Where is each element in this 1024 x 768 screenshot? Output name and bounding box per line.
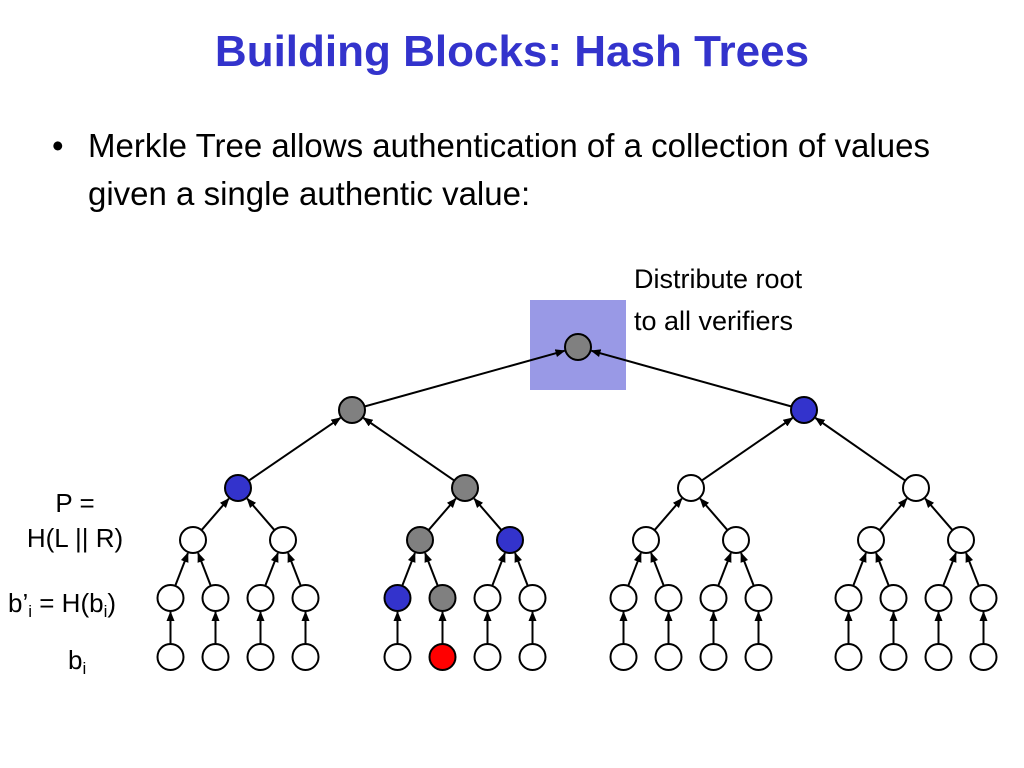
leaf-hash-node [291,584,320,612]
data-block-node [291,643,320,671]
leaf-hash-node [246,584,275,612]
data-block-node [834,643,863,671]
data-block-node [879,643,908,671]
leaf-hash-node [156,584,185,612]
slide-title: Building Blocks: Hash Trees [214,27,810,76]
data-block-node [518,643,547,671]
data-block-node [699,643,728,671]
data-block-node [246,643,275,671]
tree-node-gray [338,396,366,424]
tree-node [179,526,207,554]
callout-line-2: to all verifiers [634,306,794,336]
tree-edge [717,552,732,587]
tree-edge [401,552,416,587]
leaf-hash-node [699,584,728,612]
tree-nodes [156,333,998,671]
tree-node [722,526,750,554]
bullet-dot: • [52,127,64,164]
data-block-node [201,643,230,671]
parent-hash-label: P = H(L || R) [0,486,150,556]
tree-edge [200,497,230,531]
leaf-hash-subscript-2: i [103,602,108,621]
tree-edges [166,349,988,644]
leaf-hash-node [924,584,953,612]
tree-edge [287,552,302,587]
tree-node [269,526,297,554]
tree-edge [491,552,506,587]
tree-edge [362,417,455,482]
leaf-hash-node [834,584,863,612]
tree-node [947,526,975,554]
tree-node [857,526,885,554]
leaf-hash-node-gray [428,584,457,612]
tree-edge [424,552,439,587]
callout-line-1: Distribute root [634,264,803,294]
tree-node [677,474,705,502]
data-block-node [156,643,185,671]
tree-node-blue [790,396,818,424]
data-block-node-red [428,643,457,671]
leaf-hash-node [609,584,638,612]
leaf-hash-node [518,584,547,612]
tree-node-blue [224,474,252,502]
tree-edge [174,552,189,587]
data-block-node [744,643,773,671]
leaf-hash-node [654,584,683,612]
tree-edge [427,497,457,531]
tree-edge [590,349,792,408]
data-block-node [924,643,953,671]
tree-edge [473,497,503,531]
tree-edge [965,552,980,587]
tree-edge [197,552,212,587]
tree-edge [814,417,906,482]
tree-edge [699,497,729,531]
data-block-node [654,643,683,671]
tree-edge [653,497,683,531]
leaf-hash-node [879,584,908,612]
block-label: bi [68,645,87,678]
tree-edge [246,497,276,531]
tree-node [902,474,930,502]
leaf-hash-prefix: b’ [8,588,29,618]
tree-edge [248,417,342,482]
tree-edge [627,552,642,587]
tree-node [632,526,660,554]
tree-node-gray [406,526,434,554]
tree-edge [852,552,867,587]
block-label-subscript: i [82,659,87,678]
data-block-node [473,643,502,671]
tree-edge [364,349,566,408]
tree-edge [650,552,665,587]
leaf-hash-node [201,584,230,612]
data-block-node [383,643,412,671]
tree-edge [924,497,954,531]
leaf-hash-subscript: i [28,602,33,621]
leaf-hash-suffix: ) [107,588,117,618]
leaf-hash-mid: = H(b [32,588,104,618]
leaf-hash-label: b’i = H(bi) [8,588,117,621]
tree-node-gray [451,474,479,502]
leaf-hash-node [969,584,998,612]
tree-edge [942,552,957,587]
bullet-text: Merkle Tree allows authentication of a c… [88,127,930,212]
parent-hash-label-line-1: P = [55,488,95,518]
root-node-gray [564,333,592,361]
tree-edge [878,497,908,531]
tree-edge [264,552,279,587]
tree-edge [875,552,890,587]
block-label-base: b [68,645,83,675]
tree-node-blue [496,526,524,554]
leaf-hash-node-blue [383,584,412,612]
tree-edge [701,417,794,482]
distribute-root-callout: Distribute root to all verifiers [634,258,802,342]
leaf-hash-node [473,584,502,612]
data-block-node [969,643,998,671]
tree-edge [514,552,529,587]
tree-edge [740,552,755,587]
leaf-hash-node [744,584,773,612]
data-block-node [609,643,638,671]
parent-hash-label-line-2: H(L || R) [26,523,124,553]
